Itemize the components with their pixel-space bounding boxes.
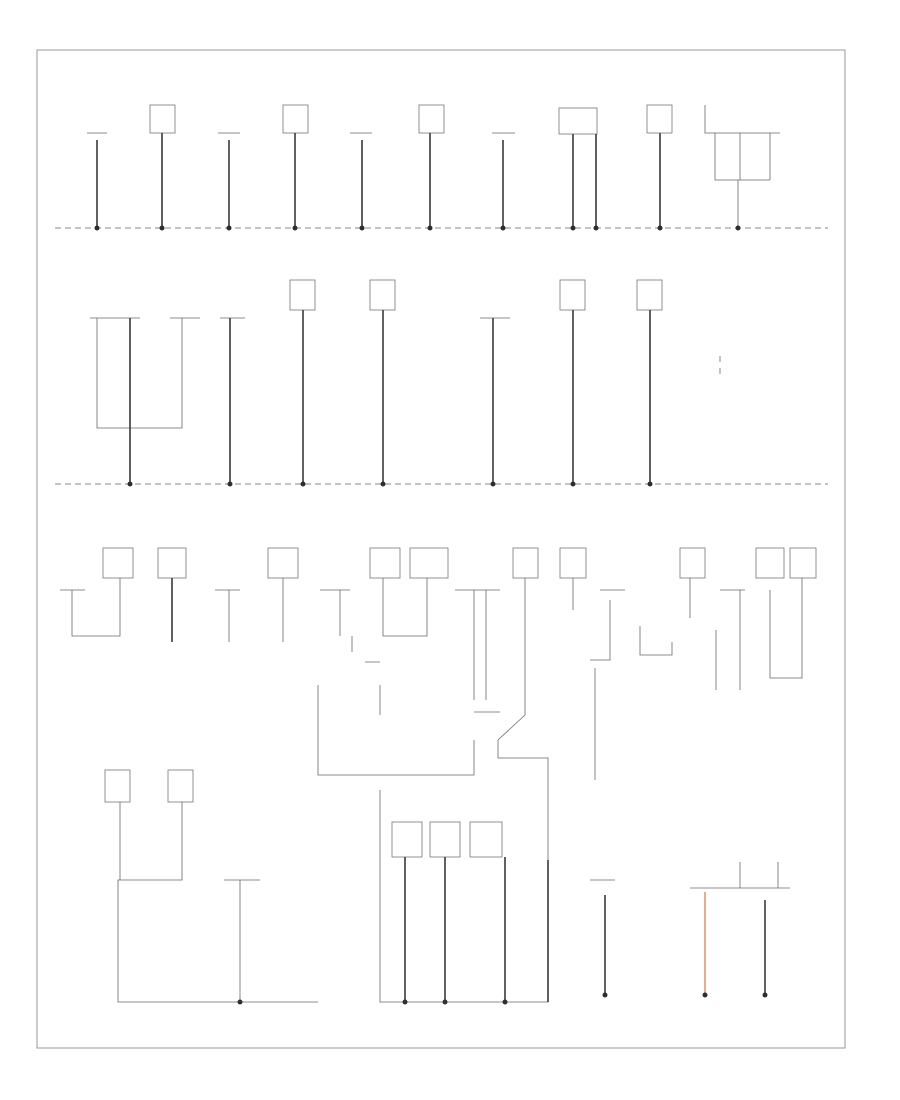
component-box <box>267 547 299 579</box>
component-box <box>369 279 396 311</box>
row-1-components <box>55 104 828 231</box>
component-box <box>104 769 131 803</box>
cluster-connector <box>704 105 780 134</box>
component-box <box>167 769 194 803</box>
component-box <box>102 547 134 579</box>
component-box <box>646 104 673 134</box>
splice-loop <box>769 578 803 679</box>
splice-branch <box>473 578 526 741</box>
component-box <box>289 279 316 311</box>
ground-wire <box>96 133 661 228</box>
component-box <box>559 279 586 311</box>
row-2-components <box>55 279 828 487</box>
splice-loop <box>71 578 121 637</box>
component-box <box>282 104 309 134</box>
component-box <box>391 821 423 858</box>
component-box <box>429 821 461 858</box>
component-box <box>418 104 445 134</box>
component-box <box>369 547 401 579</box>
component-box <box>559 547 587 579</box>
component-box <box>157 547 187 579</box>
connector-block <box>690 862 790 889</box>
splice-points <box>702 992 768 998</box>
component-box <box>149 104 176 134</box>
ground-wire <box>404 857 549 1002</box>
row-4-components <box>104 769 790 1005</box>
component-box <box>679 547 706 579</box>
component-box <box>558 107 598 135</box>
diagram-frame <box>36 49 846 1049</box>
component-box <box>469 821 503 858</box>
component-box <box>409 547 449 579</box>
component-box <box>755 547 785 579</box>
ground-wire <box>129 310 651 484</box>
splice-points <box>94 225 741 231</box>
component-box <box>789 547 817 579</box>
splice-points <box>402 999 508 1005</box>
component-box <box>512 547 539 579</box>
splice-points <box>127 481 653 487</box>
component-box <box>636 279 663 311</box>
splice-loop <box>96 318 183 429</box>
row-3-components <box>60 547 817 920</box>
